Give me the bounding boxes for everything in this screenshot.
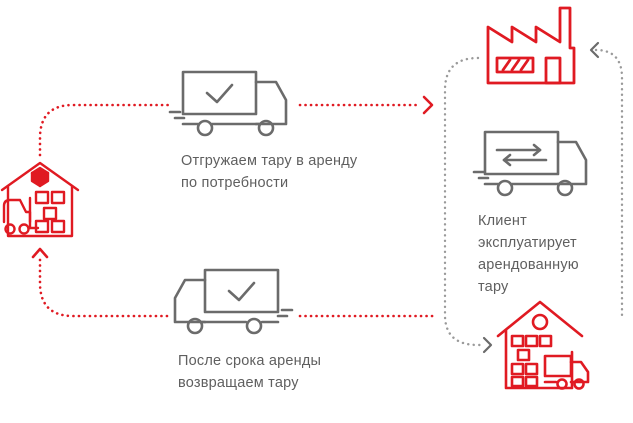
return-step-line-1: После срока аренды xyxy=(178,353,322,369)
client-loop-connector xyxy=(443,48,624,347)
client-step-label: Клиент эксплуатирует арендованную тару xyxy=(478,210,579,298)
ship-step-line-2: по потребности xyxy=(181,175,289,191)
arrow-to-factory-return-icon xyxy=(589,41,600,59)
arrow-to-factory-icon xyxy=(422,95,434,115)
factory-icon xyxy=(486,6,576,85)
arrow-to-warehouse-icon xyxy=(31,247,49,259)
ship-step-label: Отгружаем тару в аренду по потребности xyxy=(181,150,357,194)
exchange-truck-icon xyxy=(472,130,588,197)
return-step-line-2: возвращаем тару xyxy=(178,375,299,391)
client-step-line-3: арендованную xyxy=(478,257,579,273)
route-return-connector xyxy=(38,254,438,318)
ship-step-line-1: Отгружаем тару в аренду xyxy=(181,153,358,169)
delivery-truck-icon xyxy=(168,70,288,137)
return-step-label: После срока аренды возвращаем тару xyxy=(178,350,321,394)
client-step-line-2: эксплуатирует xyxy=(478,235,577,251)
client-step-line-1: Клиент xyxy=(478,213,527,229)
route-ship-connector xyxy=(38,103,422,157)
arrow-to-client-warehouse-icon xyxy=(482,336,493,354)
client-step-line-4: тару xyxy=(478,279,509,295)
return-truck-icon xyxy=(173,268,294,335)
client-warehouse-icon xyxy=(496,300,590,390)
warehouse-icon xyxy=(0,161,80,238)
